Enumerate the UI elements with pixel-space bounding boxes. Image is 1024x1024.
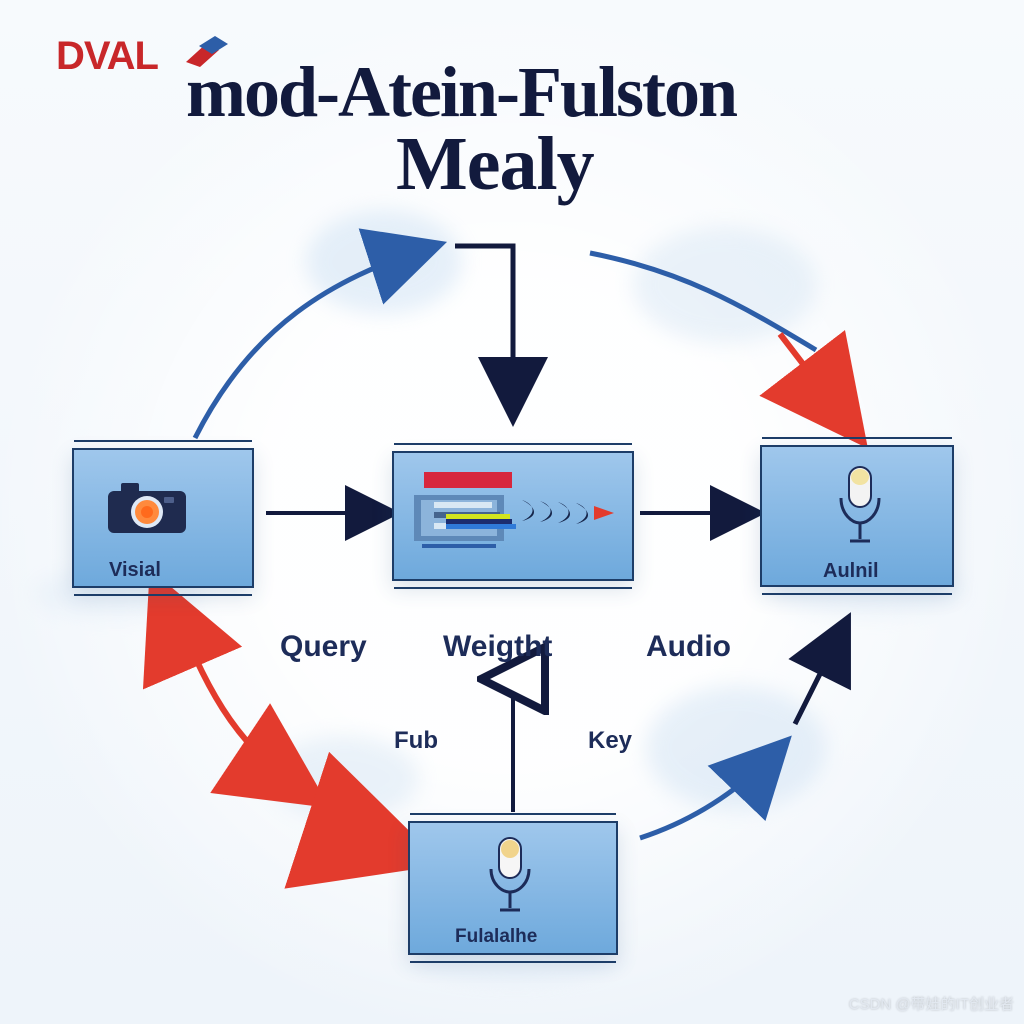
key-label: Key xyxy=(588,727,633,754)
microphone-icon xyxy=(489,837,531,912)
visual-node-label: Visial xyxy=(109,559,161,581)
fub-label: Fub xyxy=(394,727,438,754)
audio-edge-label: Audio xyxy=(646,630,731,663)
lower-left-red-arrow-head-top xyxy=(142,568,243,690)
bottom-node-label: Fulalalhe xyxy=(455,926,538,947)
upper-left-feedback-arrow xyxy=(192,228,448,440)
upper-right-red-arrow xyxy=(759,330,868,449)
weight-label: Weigtht xyxy=(443,630,553,663)
title-line-1: mod-Atein-Fulston xyxy=(186,52,738,132)
query-label: Query xyxy=(280,630,367,663)
watermark: CSDN @带娃的IT创业者 xyxy=(848,996,1014,1013)
title-line-2: Mealy xyxy=(396,122,595,206)
processor-icon xyxy=(414,472,614,548)
brand-mark-icon xyxy=(186,36,228,67)
brand-logo: DVAL xyxy=(56,34,159,79)
bottom-right-blue-arrow xyxy=(639,735,792,841)
top-down-arrow xyxy=(455,243,548,427)
bottom-red-arrow xyxy=(284,751,444,889)
microphone-icon xyxy=(839,466,881,543)
brand-prefix: DVAL xyxy=(56,34,159,78)
audio-node-label: Aulnil xyxy=(823,560,879,582)
camera-icon xyxy=(108,483,186,533)
right-up-arrow xyxy=(788,612,851,726)
